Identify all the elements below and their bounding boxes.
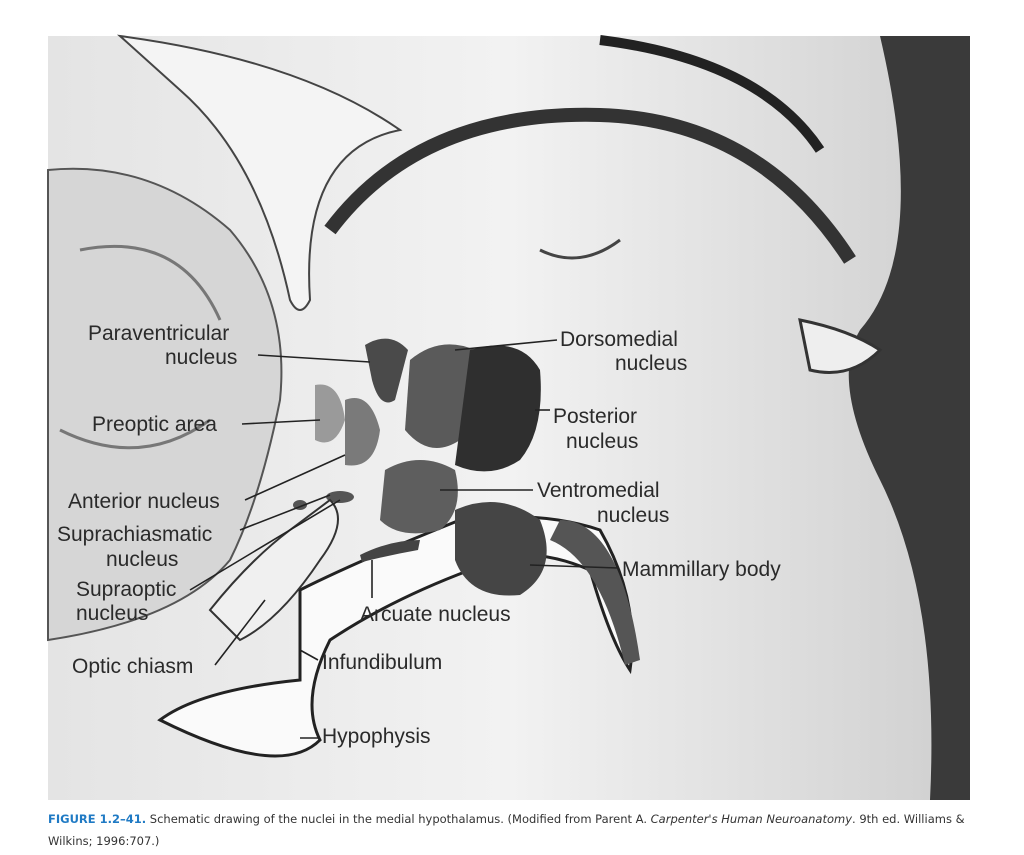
- corpus-callosum: [116, 34, 403, 311]
- label-paraventricular-2: nucleus: [165, 346, 237, 369]
- label-hypophysis: Hypophysis: [322, 725, 431, 748]
- figure-caption: FIGURE 1.2–41. Schematic drawing of the …: [48, 808, 978, 852]
- arcuate-nucleus: [360, 540, 420, 562]
- label-ventromedial-1: Ventromedial: [537, 479, 660, 502]
- suprachiasmatic-nucleus: [326, 491, 354, 503]
- label-arcuate: Arcuate nucleus: [360, 603, 511, 626]
- label-suprachiasmatic-1: Suprachiasmatic: [57, 523, 212, 546]
- label-supraoptic-1: Supraoptic: [76, 578, 176, 601]
- label-mammillary: Mammillary body: [622, 558, 781, 581]
- figure-number: FIGURE 1.2–41.: [48, 812, 147, 826]
- label-posterior-1: Posterior: [553, 405, 637, 428]
- caption-book-title: Carpenter's Human Neuroanatomy: [650, 812, 853, 826]
- brainstem: [848, 36, 970, 800]
- mammillary-body: [455, 502, 547, 596]
- label-anterior: Anterior nucleus: [68, 490, 220, 513]
- label-preoptic: Preoptic area: [92, 413, 217, 436]
- ventromedial-nucleus: [380, 460, 458, 534]
- label-posterior-2: nucleus: [566, 430, 638, 453]
- caption-text: Schematic drawing of the nuclei in the m…: [146, 812, 651, 826]
- label-ventromedial-2: nucleus: [597, 504, 669, 527]
- label-optic-chiasm: Optic chiasm: [72, 655, 193, 678]
- hypothalamus-diagram: Paraventricular nucleus Preoptic area An…: [47, 34, 970, 800]
- optic-chiasm-shape: [208, 498, 339, 642]
- label-paraventricular-1: Paraventricular: [88, 322, 229, 345]
- frontal-lobe: [47, 167, 283, 642]
- label-suprachiasmatic-2: nucleus: [106, 548, 178, 571]
- anterior-nucleus: [345, 398, 380, 466]
- label-dorsomedial-2: nucleus: [615, 352, 687, 375]
- dorsomedial-nucleus: [405, 344, 475, 448]
- label-dorsomedial-1: Dorsomedial: [560, 328, 678, 351]
- label-infundibulum: Infundibulum: [322, 651, 442, 674]
- posterior-nucleus: [455, 345, 541, 472]
- preoptic-area: [315, 384, 345, 443]
- label-supraoptic-2: nucleus: [76, 602, 148, 625]
- paraventricular-nucleus: [365, 338, 408, 403]
- caption-citation: . 9th ed. Williams & Wilkins; 1996:707.): [48, 812, 965, 848]
